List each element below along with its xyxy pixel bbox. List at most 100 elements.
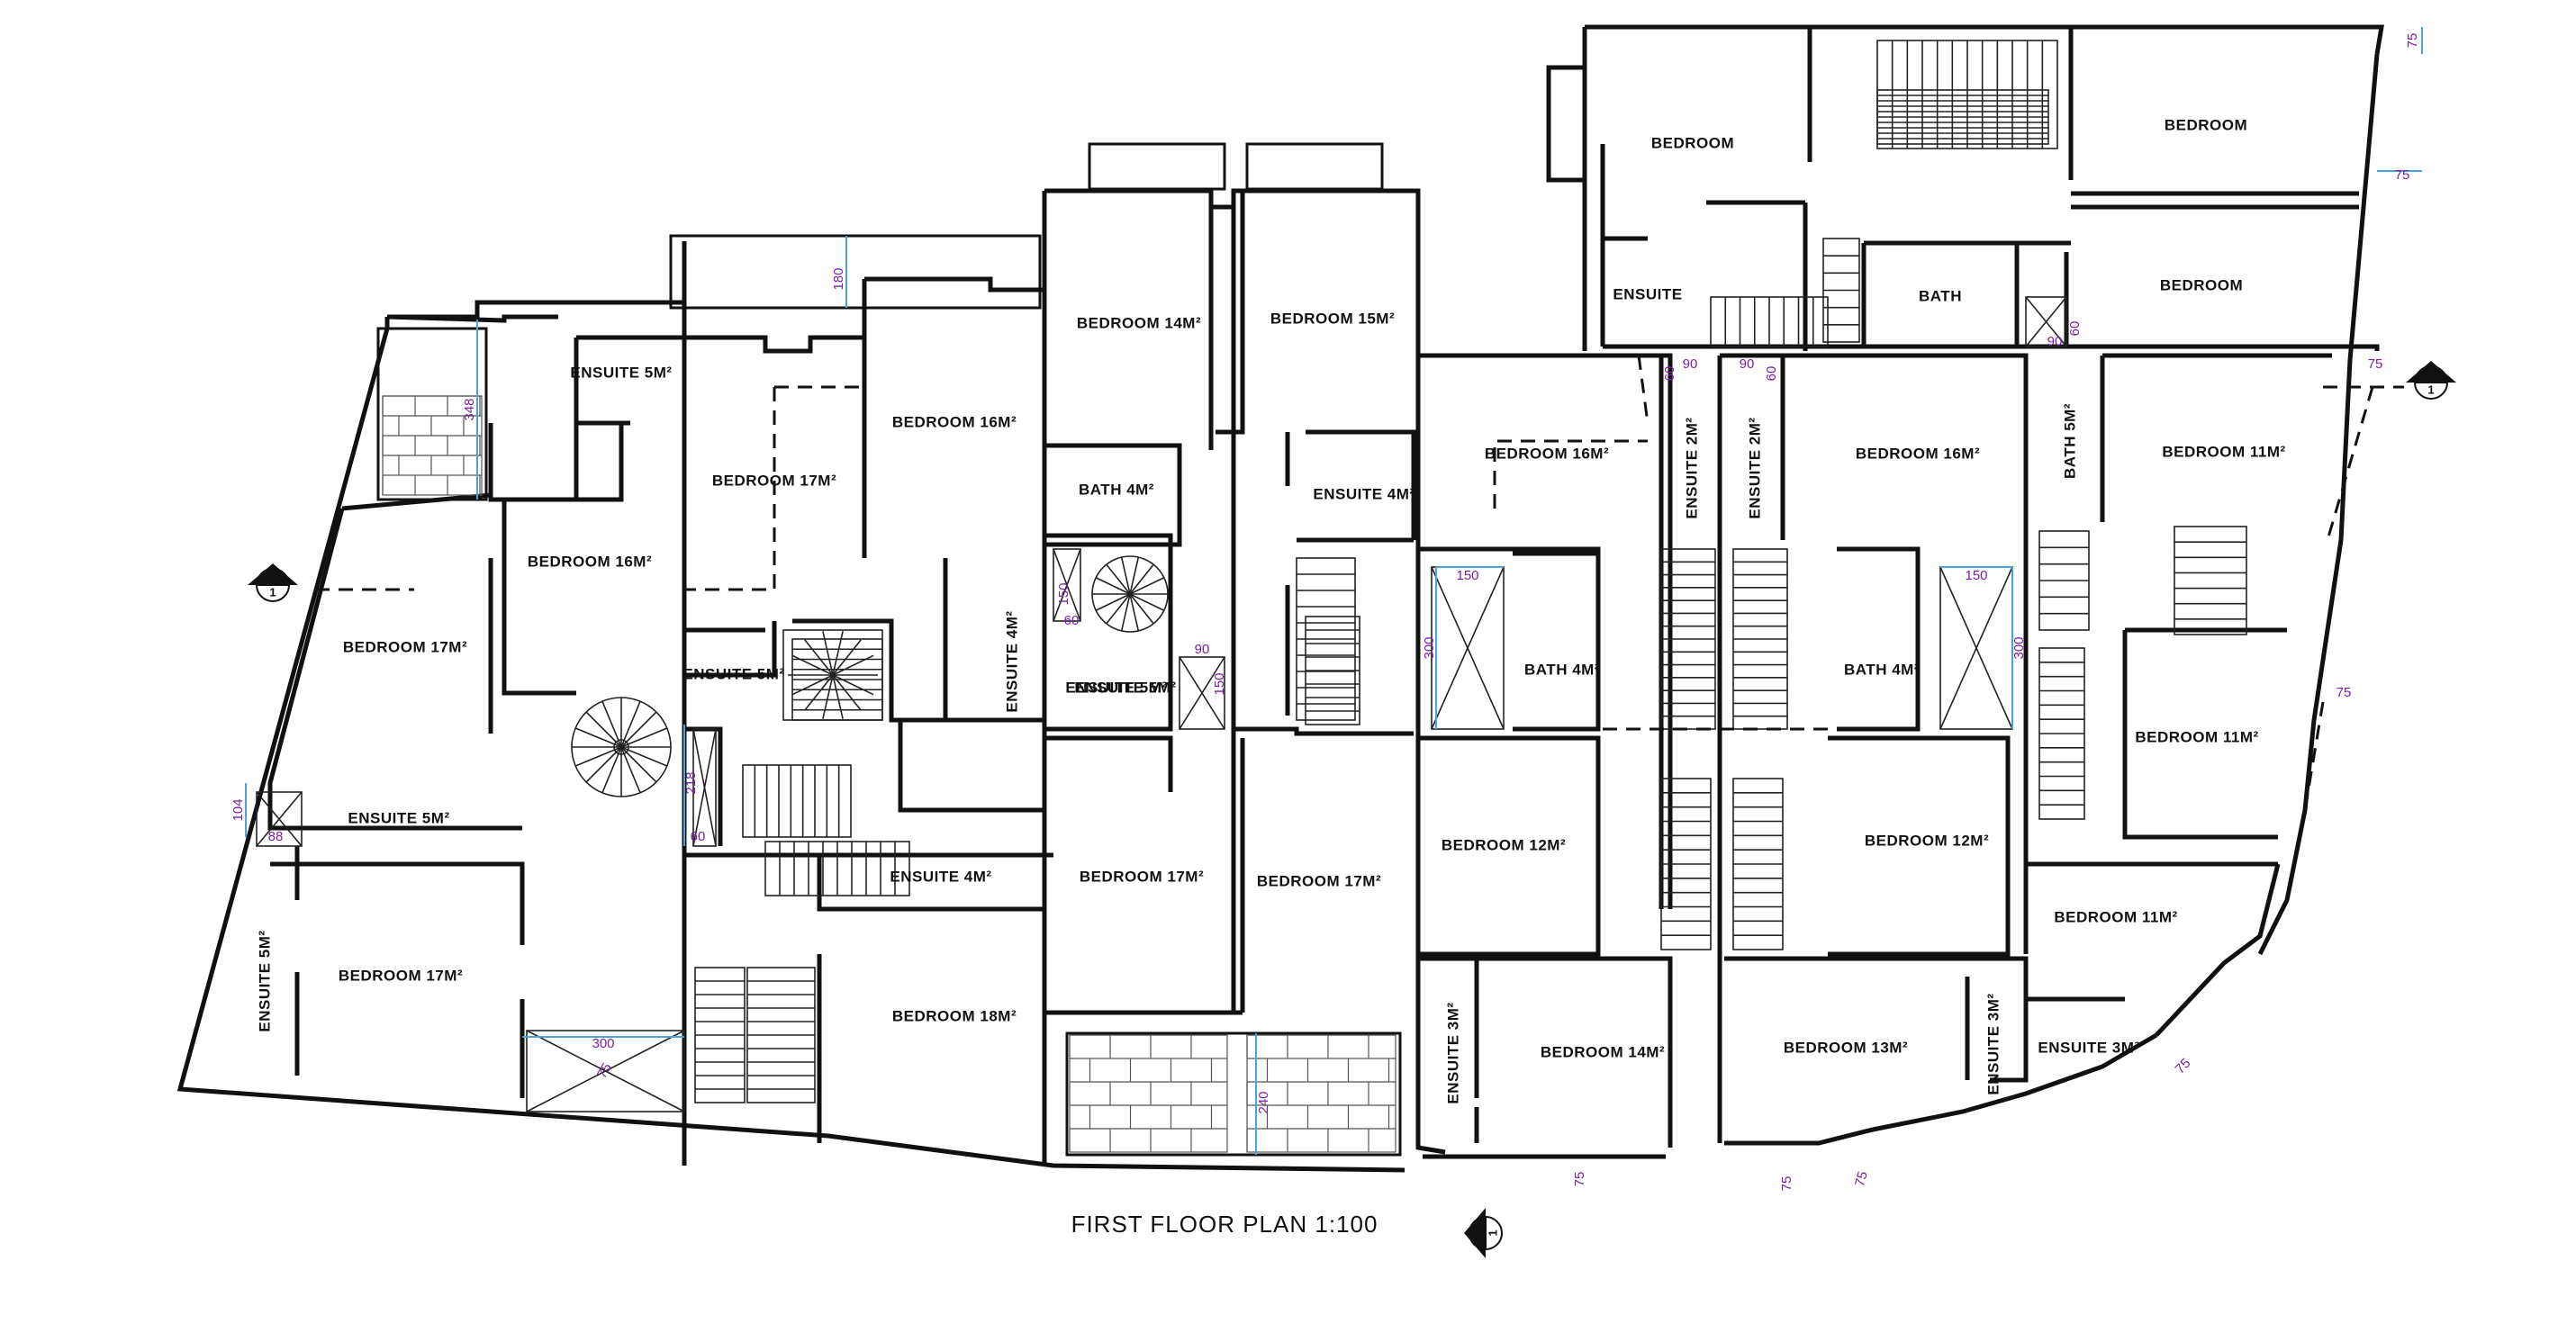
void-opening <box>1053 548 1081 622</box>
dim-label: 240 <box>1256 1091 1271 1113</box>
room-label: BEDROOM 17M² <box>1080 868 1204 885</box>
room-label: ENSUITE 5M² <box>1074 679 1176 696</box>
marker-bottom: 1 <box>1486 1229 1499 1236</box>
dim-label: 60 <box>1064 613 1080 628</box>
room-label: BEDROOM <box>2160 276 2243 293</box>
stair-run <box>1296 557 1356 721</box>
room-label: BATH 4M² <box>1079 481 1154 498</box>
room-label: BEDROOM <box>2165 116 2247 133</box>
stair-run <box>1660 778 1712 950</box>
room-label: ENSUITE <box>1613 285 1682 302</box>
section-marker: S-S 1 <box>1464 1208 1503 1258</box>
room-label: ENSUITE 5M² <box>570 364 672 381</box>
dim-label: 90 <box>1683 356 1698 372</box>
stair-run <box>746 967 816 1103</box>
dim-label: 75 <box>594 1060 615 1081</box>
dim-label: 75 <box>2368 356 2383 372</box>
marker-bottom: 1 <box>269 585 276 599</box>
room-label: BEDROOM 14M² <box>1541 1043 1665 1060</box>
dim-label: 150 <box>1456 568 1478 583</box>
dim-label: 150 <box>1212 672 1227 695</box>
room-label: ENSUITE 5M² <box>256 930 273 1031</box>
stair-run <box>1732 778 1784 950</box>
room-label: ENSUITE 3M² <box>1444 1002 1461 1103</box>
dim-label: 75 <box>1572 1172 1587 1187</box>
stair-run <box>2038 530 2090 631</box>
room-label: ENSUITE 2M² <box>1746 417 1763 518</box>
dimension-labels: 348 180 104 88 218 60 300 75 150 60 90 1… <box>230 33 2420 1192</box>
east-block-walls <box>1415 353 2158 1159</box>
room-label: BEDROOM 11M² <box>2162 443 2285 460</box>
room-label: BEDROOM 16M² <box>1485 445 1609 462</box>
north-east-block-walls <box>1546 24 2384 1080</box>
dim-label: 90 <box>1195 642 1210 657</box>
void-opening <box>2025 296 2067 347</box>
room-label: BEDROOM 11M² <box>2054 908 2177 925</box>
room-label: BEDROOM 16M² <box>1856 445 1980 462</box>
void-opening <box>256 791 303 847</box>
dim-label: 90 <box>1740 356 1755 372</box>
room-label: BEDROOM 12M² <box>1865 832 1989 849</box>
room-label: ENSUITE 5M² <box>682 665 784 682</box>
void-opening <box>1431 566 1505 730</box>
stair-run <box>1710 296 1829 347</box>
section-lines <box>315 355 2404 811</box>
plan-title: FIRST FLOOR PLAN 1:100 <box>1071 1211 1378 1238</box>
dim-label: 88 <box>268 829 284 844</box>
room-label: ENSUITE 3M² <box>2038 1039 2139 1056</box>
room-label: BATH <box>1919 287 1962 304</box>
room-label: ENSUITE 5M² <box>348 809 449 826</box>
dim-label: 75 <box>2395 167 2410 183</box>
stairs <box>694 40 2247 1103</box>
dimension-lines <box>245 27 2423 1155</box>
room-label: ENSUITE 4M² <box>1003 610 1020 712</box>
stair-run <box>2038 647 2085 820</box>
marker-bottom: 1 <box>2427 383 2434 396</box>
room-label: ENSUITE 5M² <box>1065 679 1167 696</box>
room-label: BATH 5M² <box>2061 403 2078 479</box>
stair-run <box>694 967 746 1103</box>
room-label: BEDROOM 17M² <box>1257 872 1381 889</box>
dim-label: 75 <box>2405 33 2420 49</box>
stair-run <box>1876 89 2049 145</box>
west-block-walls <box>176 234 1406 1173</box>
section-marker: S-S 1 <box>2406 361 2456 400</box>
room-label: BEDROOM 16M² <box>892 413 1017 430</box>
dim-label: 60 <box>691 829 706 844</box>
stair-run <box>2174 526 2247 635</box>
dim-label: 300 <box>2011 636 2027 659</box>
room-label: BEDROOM 14M² <box>1077 314 1201 331</box>
terraces <box>376 327 1396 1153</box>
room-label: BEDROOM 12M² <box>1442 836 1566 853</box>
dim-label: 150 <box>1965 568 1987 583</box>
room-label: ENSUITE 3M² <box>1984 993 2002 1094</box>
dim-label: 348 <box>462 398 477 420</box>
dim-label: 180 <box>831 267 846 290</box>
central-block-walls <box>1042 142 1421 1157</box>
room-label: BEDROOM 18M² <box>892 1007 1017 1024</box>
room-label: BEDROOM 17M² <box>343 638 467 655</box>
room-label: BEDROOM 13M² <box>1784 1039 1908 1056</box>
room-label: BEDROOM 16M² <box>528 553 652 570</box>
dim-label: 75 <box>2173 1056 2194 1077</box>
stair-run <box>1732 548 1788 730</box>
dim-label: 60 <box>2067 321 2083 337</box>
dim-label: 90 <box>2047 334 2063 349</box>
marker-top: S-S <box>1471 1223 1485 1243</box>
stair-run <box>1305 616 1360 725</box>
dim-label: 300 <box>1422 636 1437 659</box>
dim-label: 75 <box>1779 1176 1794 1192</box>
dim-label: 150 <box>1056 582 1071 605</box>
void-opening <box>1179 656 1225 730</box>
marker-top: S-S <box>263 571 283 584</box>
void-opening <box>526 1030 685 1112</box>
dim-label: 300 <box>592 1036 614 1051</box>
dim-label: 75 <box>2336 685 2352 700</box>
room-label: BATH 4M² <box>1524 661 1600 678</box>
stair-run <box>1876 40 2058 149</box>
room-label: BEDROOM 17M² <box>712 472 836 489</box>
room-label: BEDROOM 11M² <box>2135 728 2258 745</box>
stair-run <box>1822 238 1860 343</box>
spiral-stair-north <box>782 629 883 721</box>
